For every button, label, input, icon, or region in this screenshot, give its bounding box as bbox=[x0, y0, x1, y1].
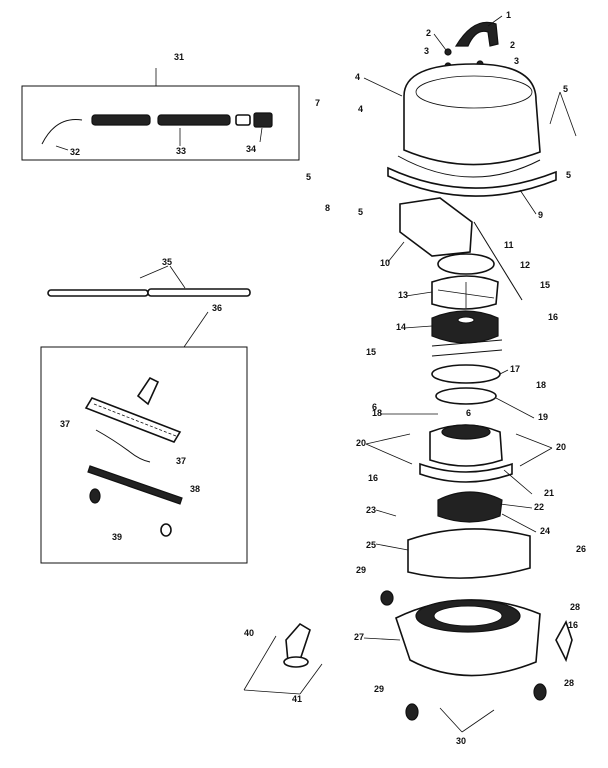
label-4b: 4 bbox=[358, 104, 363, 114]
callout-labels: 1 2 2 3 3 4 4 5 5 5 5 6 6 7 8 9 10 11 12… bbox=[60, 10, 586, 746]
hose-section-a-part bbox=[91, 114, 151, 126]
label-10: 10 bbox=[380, 258, 390, 268]
label-5b: 5 bbox=[306, 172, 311, 182]
label-3a: 3 bbox=[424, 46, 429, 56]
label-6b: 6 bbox=[466, 408, 471, 418]
label-35: 35 bbox=[162, 257, 172, 267]
gasket-part bbox=[431, 364, 501, 384]
lid-dome-part bbox=[403, 63, 541, 166]
label-7: 7 bbox=[315, 98, 320, 108]
label-17: 17 bbox=[510, 364, 520, 374]
caster-bracket-part bbox=[555, 620, 573, 663]
label-30: 30 bbox=[456, 736, 466, 746]
nozzle-group bbox=[243, 622, 323, 695]
label-13: 13 bbox=[398, 290, 408, 300]
label-37b: 37 bbox=[176, 456, 186, 466]
label-39: 39 bbox=[112, 532, 122, 542]
impeller-part bbox=[431, 275, 499, 310]
label-3b: 3 bbox=[514, 56, 519, 66]
nozzle-ring-part bbox=[283, 656, 309, 668]
hose-cuff-part bbox=[235, 114, 251, 126]
floor-tool-neck-part bbox=[136, 376, 160, 406]
label-12: 12 bbox=[520, 260, 530, 270]
label-32: 32 bbox=[70, 147, 80, 157]
label-33: 33 bbox=[176, 146, 186, 156]
floor-tool-group bbox=[40, 311, 248, 564]
label-15b: 15 bbox=[366, 347, 376, 357]
label-5d: 5 bbox=[566, 170, 571, 180]
label-16b: 16 bbox=[368, 473, 378, 483]
extension-wands-group bbox=[47, 265, 251, 297]
label-36: 36 bbox=[212, 303, 222, 313]
float-part bbox=[437, 491, 503, 523]
hose-assembly-group bbox=[21, 68, 300, 161]
seal-ring-part bbox=[435, 387, 497, 405]
lid-rim-part bbox=[387, 166, 557, 197]
label-29b: 29 bbox=[374, 684, 384, 694]
hose-assembly-frame bbox=[21, 85, 300, 161]
label-27: 27 bbox=[354, 632, 364, 642]
filter-band-part bbox=[407, 528, 531, 579]
floor-tool-wire-part bbox=[95, 429, 151, 463]
label-4a: 4 bbox=[355, 72, 360, 82]
label-34: 34 bbox=[246, 144, 256, 154]
label-40: 40 bbox=[244, 628, 254, 638]
wand-left-part bbox=[47, 289, 149, 297]
label-23: 23 bbox=[366, 505, 376, 515]
floor-tool-head-part bbox=[84, 397, 182, 443]
caster-bottom-left-part bbox=[405, 703, 419, 721]
label-11: 11 bbox=[504, 240, 514, 250]
motor-bracket-part bbox=[399, 197, 473, 257]
label-9: 9 bbox=[538, 210, 543, 220]
hose-wand-curved-part bbox=[41, 119, 83, 145]
caster-bottom-right-part bbox=[533, 683, 547, 701]
floor-tool-wheel-part bbox=[89, 488, 101, 504]
hose-section-b-part bbox=[157, 114, 231, 126]
label-5c: 5 bbox=[358, 207, 363, 217]
label-26: 26 bbox=[576, 544, 586, 554]
label-28b: 28 bbox=[564, 678, 574, 688]
label-21: 21 bbox=[544, 488, 554, 498]
label-19: 19 bbox=[538, 412, 548, 422]
label-2b: 2 bbox=[510, 40, 515, 50]
handle-part bbox=[454, 21, 499, 47]
hose-connector-part bbox=[253, 112, 273, 128]
label-31: 31 bbox=[174, 52, 184, 62]
floor-tool-squeegee-part bbox=[87, 465, 183, 505]
floor-tool-cap-part bbox=[160, 523, 172, 537]
main-assembly-group bbox=[380, 21, 573, 721]
label-16c: 16 bbox=[568, 620, 578, 630]
wand-right-part bbox=[147, 288, 251, 297]
label-20b: 20 bbox=[556, 442, 566, 452]
label-18a: 18 bbox=[536, 380, 546, 390]
label-16a: 16 bbox=[548, 312, 558, 322]
label-18b: 18 bbox=[372, 408, 382, 418]
label-1: 1 bbox=[506, 10, 511, 20]
label-15a: 15 bbox=[540, 280, 550, 290]
label-22: 22 bbox=[534, 502, 544, 512]
label-2a: 2 bbox=[426, 28, 431, 38]
label-28a: 28 bbox=[570, 602, 580, 612]
label-24: 24 bbox=[540, 526, 550, 536]
motor-part bbox=[431, 310, 499, 344]
label-29a: 29 bbox=[356, 565, 366, 575]
label-41: 41 bbox=[292, 694, 302, 704]
label-8: 8 bbox=[325, 203, 330, 213]
label-38: 38 bbox=[190, 484, 200, 494]
label-20a: 20 bbox=[356, 438, 366, 448]
label-37a: 37 bbox=[60, 419, 70, 429]
leader-lines bbox=[363, 15, 577, 733]
label-6a: 6 bbox=[372, 402, 377, 412]
fan-disc-part bbox=[437, 253, 495, 275]
caster-left-part bbox=[380, 590, 394, 606]
floor-tool-frame bbox=[40, 346, 248, 564]
label-5a: 5 bbox=[563, 84, 568, 94]
label-14: 14 bbox=[396, 322, 406, 332]
label-25: 25 bbox=[366, 540, 376, 550]
